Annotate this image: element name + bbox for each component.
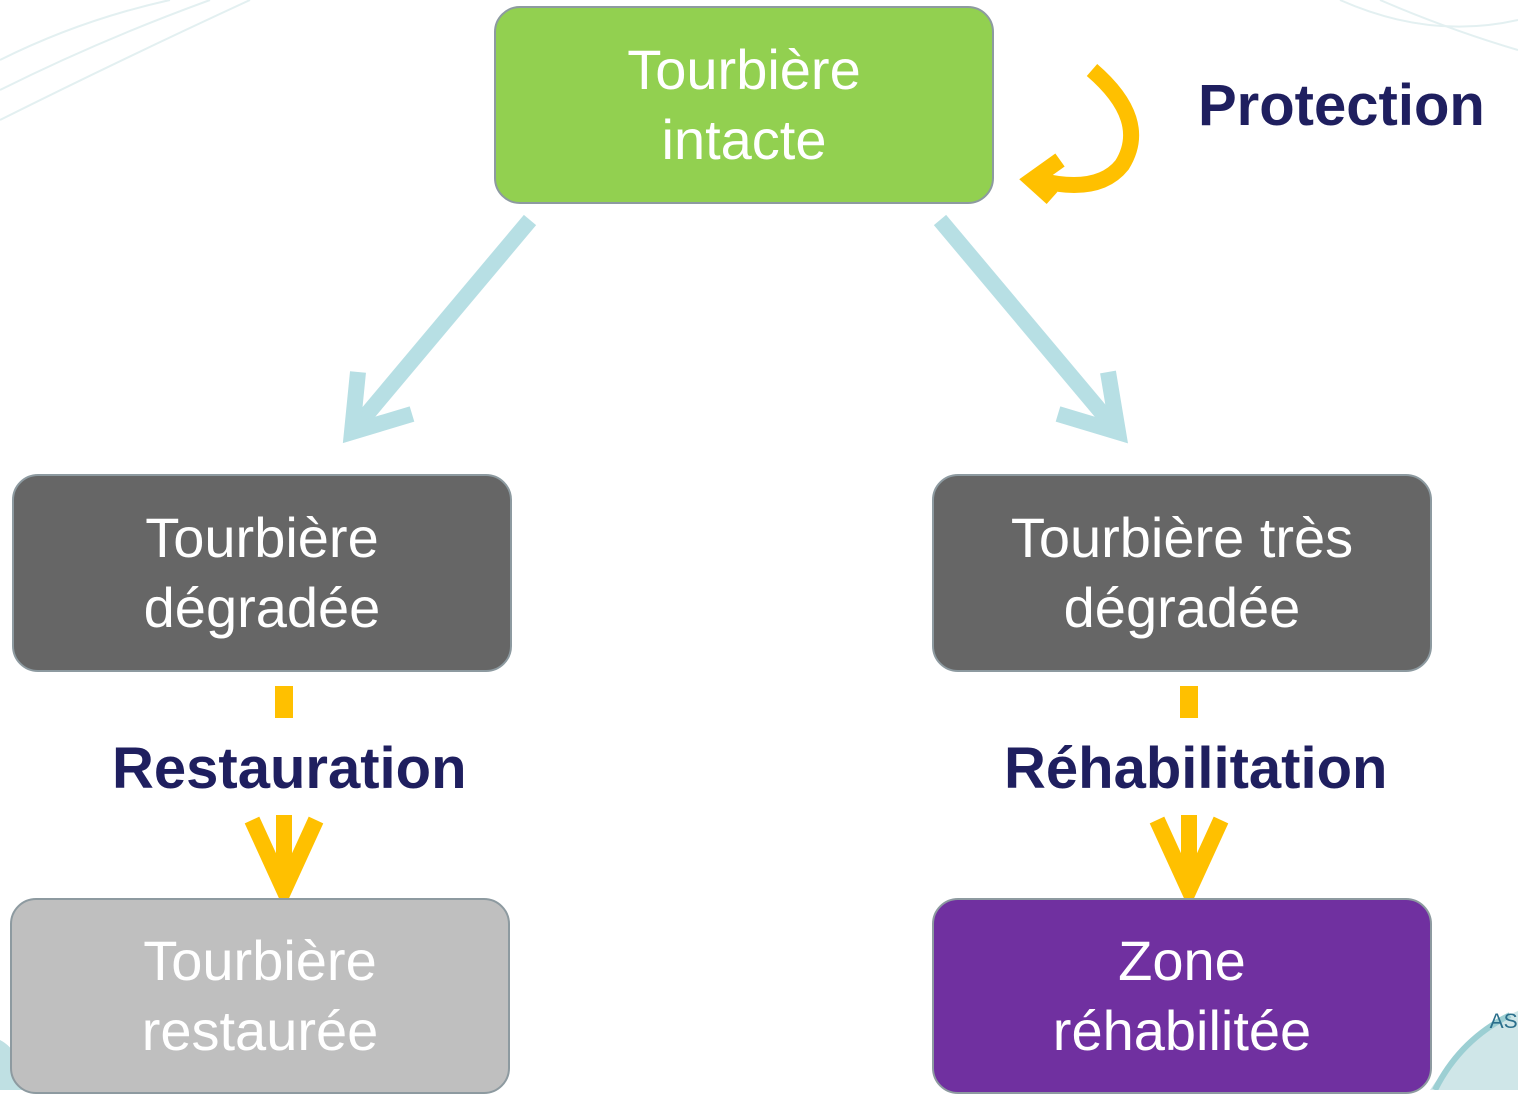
node-line: restaurée xyxy=(141,999,379,1062)
restauration-arrowhead xyxy=(244,816,324,910)
arrowhead-tres-degradee xyxy=(1055,370,1129,444)
node-tourbiere-restauree: Tourbière restaurée xyxy=(10,898,510,1094)
node-zone-rehabilitee: Zone réhabilitée xyxy=(932,898,1432,1094)
label-protection: Protection xyxy=(1198,73,1485,138)
node-line: dégradée xyxy=(1063,576,1301,639)
label-rehabilitation: Réhabilitation xyxy=(1004,736,1388,801)
logo-line: RA xyxy=(1468,1034,1518,1058)
logo-text: ASSO RA FR xyxy=(1468,1010,1518,1082)
restauration-connector xyxy=(275,686,293,718)
node-line: Zone xyxy=(1118,929,1246,992)
logo-line: FR xyxy=(1468,1058,1518,1082)
node-line: dégradée xyxy=(143,576,381,639)
rehabilitation-connector xyxy=(1180,686,1198,718)
node-line: Tourbière xyxy=(145,506,379,569)
arrow-intacte-to-tres-degradee xyxy=(933,214,1125,438)
node-line: intacte xyxy=(661,108,827,171)
rehabilitation-arrowhead xyxy=(1149,816,1229,910)
protection-arrowhead xyxy=(1019,153,1065,204)
arrow-intacte-to-degradee xyxy=(345,214,537,438)
label-restauration: Restauration xyxy=(112,736,467,801)
arrowhead-degradee xyxy=(342,371,415,444)
node-tourbiere-tres-degradee: Tourbière très dégradée xyxy=(932,474,1432,672)
logo-wave xyxy=(1430,1010,1518,1090)
node-line: Tourbière xyxy=(627,38,861,101)
logo-line: ASSO xyxy=(1489,1010,1518,1033)
node-line: réhabilitée xyxy=(1052,999,1312,1062)
protection-loop-arrow xyxy=(1036,63,1139,193)
node-line: Tourbière xyxy=(143,929,377,992)
node-line: Tourbière très xyxy=(1010,506,1354,569)
node-tourbiere-degradee: Tourbière dégradée xyxy=(12,474,512,672)
node-tourbiere-intacte: Tourbière intacte xyxy=(494,6,994,204)
